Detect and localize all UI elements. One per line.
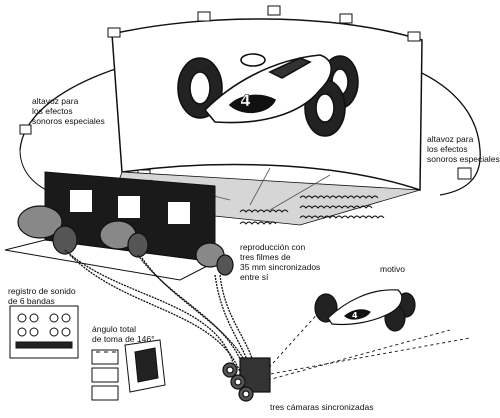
race-car-motivo <box>314 289 416 332</box>
car-number-motivo: 4 <box>352 311 358 320</box>
film-frames <box>91 339 166 401</box>
label-reproduccion: reproducción con tres filmes de 35 mm si… <box>240 242 321 282</box>
projectors <box>17 205 234 276</box>
label-altavoz-left: altavoz para los efectos sonoros especia… <box>32 96 105 126</box>
speaker-icon <box>267 5 281 16</box>
speaker-icon <box>457 167 472 180</box>
three-cameras <box>222 357 271 402</box>
speaker-icon <box>339 13 353 24</box>
audience-seats <box>239 195 385 225</box>
sound-recorder <box>9 305 79 359</box>
race-car-screen <box>177 53 359 137</box>
label-motivo: motivo <box>380 264 406 274</box>
speaker-icon <box>107 27 121 38</box>
label-angulo-toma: ángulo total de toma de 146° <box>92 324 155 344</box>
speaker-icon <box>407 31 421 42</box>
speaker-icon <box>19 124 32 135</box>
label-registro-sonido: registro de sonido de 6 bandas <box>8 286 76 306</box>
label-altavoz-right: altavoz para los efectos sonoros especia… <box>427 134 500 164</box>
speaker-icon <box>197 11 211 22</box>
label-tres-camaras: tres cámaras sincronizadas <box>270 402 374 412</box>
car-number-screen: 4 <box>240 91 251 110</box>
